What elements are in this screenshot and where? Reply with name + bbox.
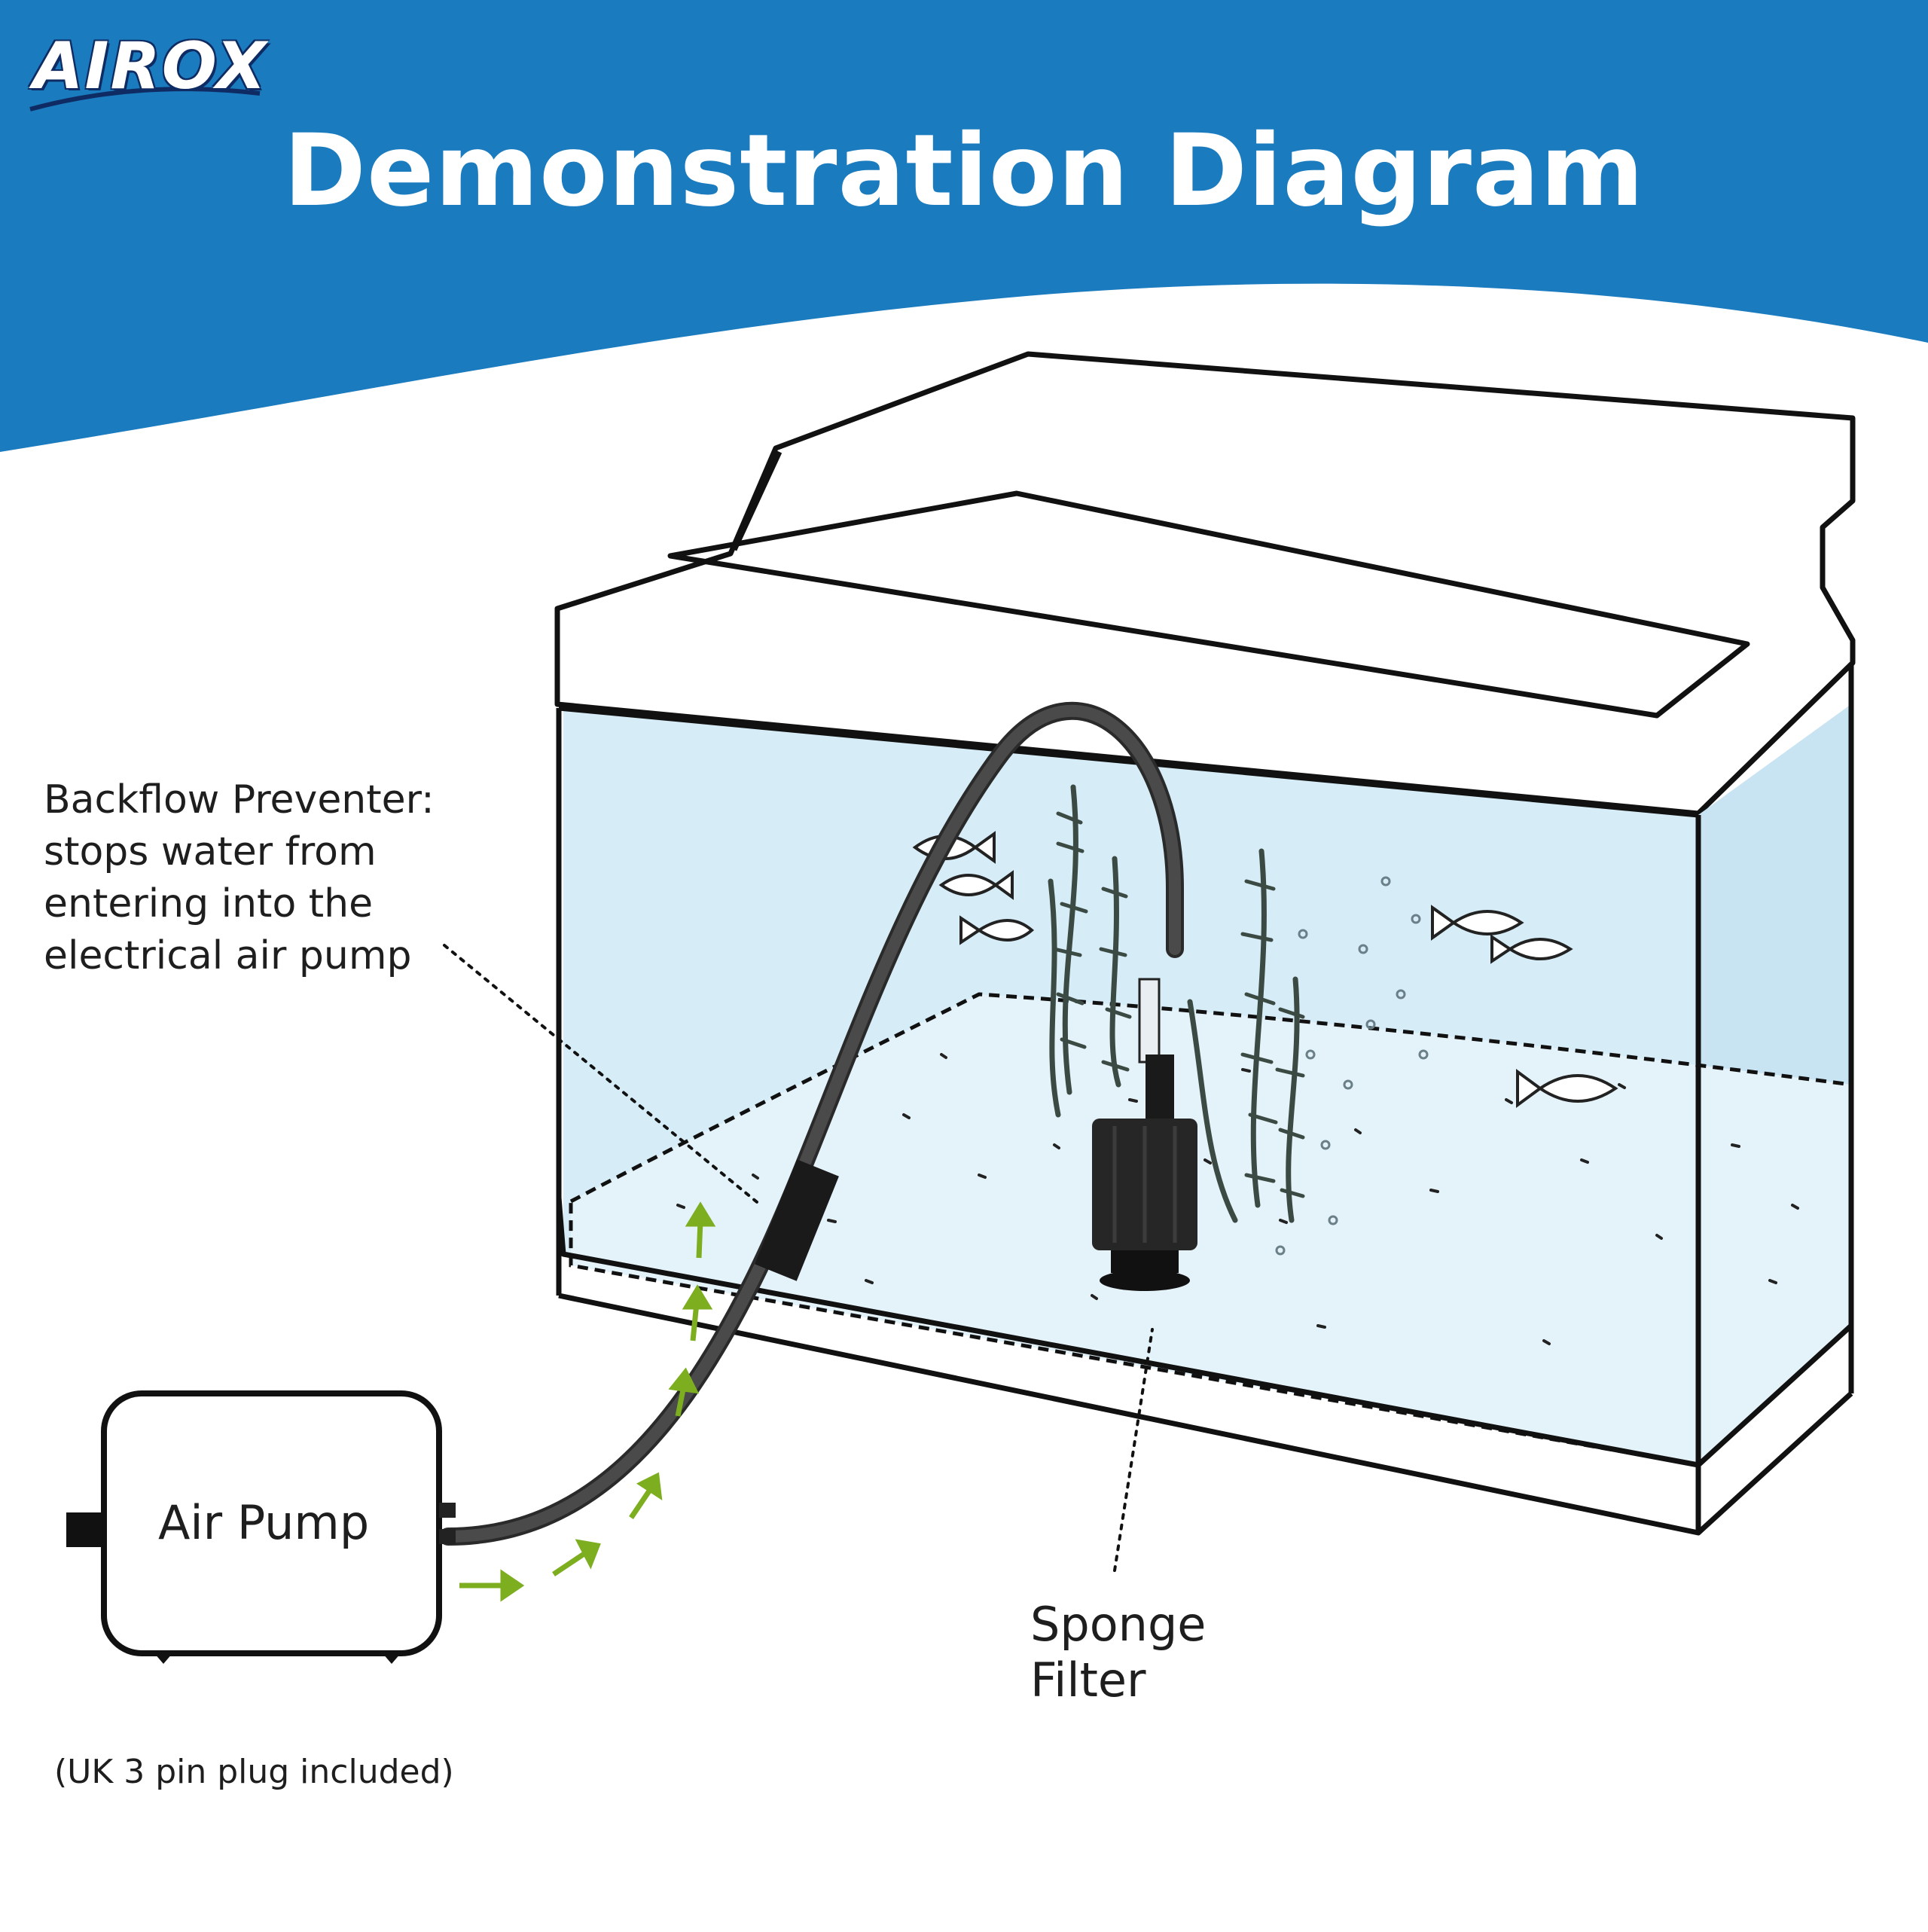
air-tube <box>439 701 1184 1546</box>
air-pump-label: Air Pump <box>158 1495 370 1550</box>
fish-group <box>912 831 1618 1108</box>
leader-lines <box>443 944 1154 1572</box>
page-title: Demonstration Diagram <box>283 113 1645 229</box>
plug-note: (UK 3 pin plug included) <box>54 1753 454 1791</box>
backflow-preventer-label: Backflow Preventer: stops water from ent… <box>44 777 435 978</box>
logo-swoosh <box>29 87 261 111</box>
air-pump-device <box>66 1390 456 1664</box>
header-wave-background <box>0 0 1928 452</box>
sponge-filter-label: Sponge Filter <box>1030 1597 1207 1708</box>
sponge-filter-unit <box>1092 1055 1197 1291</box>
backflow-valve <box>755 1159 839 1281</box>
brand-logo: AIROX <box>33 29 268 104</box>
tank-frame <box>556 663 1854 1536</box>
aquarium-plants <box>1048 784 1305 1223</box>
hood-side <box>1696 661 1855 816</box>
tank-hood <box>554 351 1856 816</box>
gravel-substrate <box>569 992 1853 1467</box>
airflow-arrows <box>459 1201 716 1602</box>
air-bubbles <box>1275 876 1429 1256</box>
